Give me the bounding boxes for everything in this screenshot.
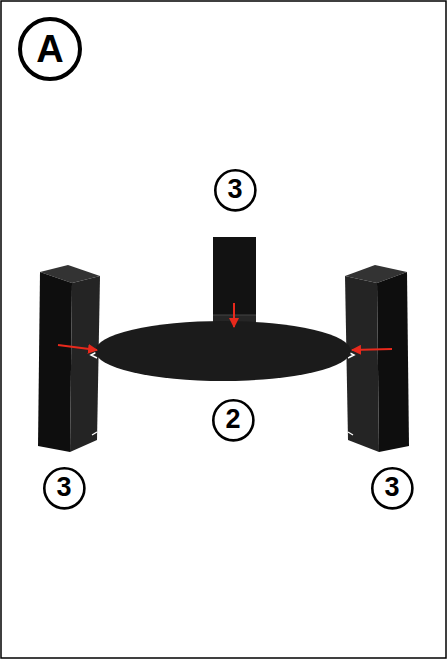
direction-arrow [58, 345, 97, 350]
callout-circle: 3 [371, 467, 414, 510]
callout-circle: 2 [212, 399, 255, 442]
base-disc [95, 321, 351, 381]
callout-number: 3 [384, 474, 399, 501]
step-letter-circle: A [18, 17, 82, 81]
direction-arrow [233, 303, 235, 327]
callout-number: 3 [227, 176, 242, 203]
top-leg [213, 237, 256, 335]
right-leg [345, 265, 409, 452]
left-leg [38, 265, 100, 452]
step-letter: A [36, 30, 63, 68]
direction-arrow [352, 349, 392, 350]
callout-number: 2 [225, 406, 240, 433]
callout-circle: 3 [43, 467, 86, 510]
callout-circle: 3 [214, 169, 257, 212]
callout-number: 3 [56, 474, 71, 501]
